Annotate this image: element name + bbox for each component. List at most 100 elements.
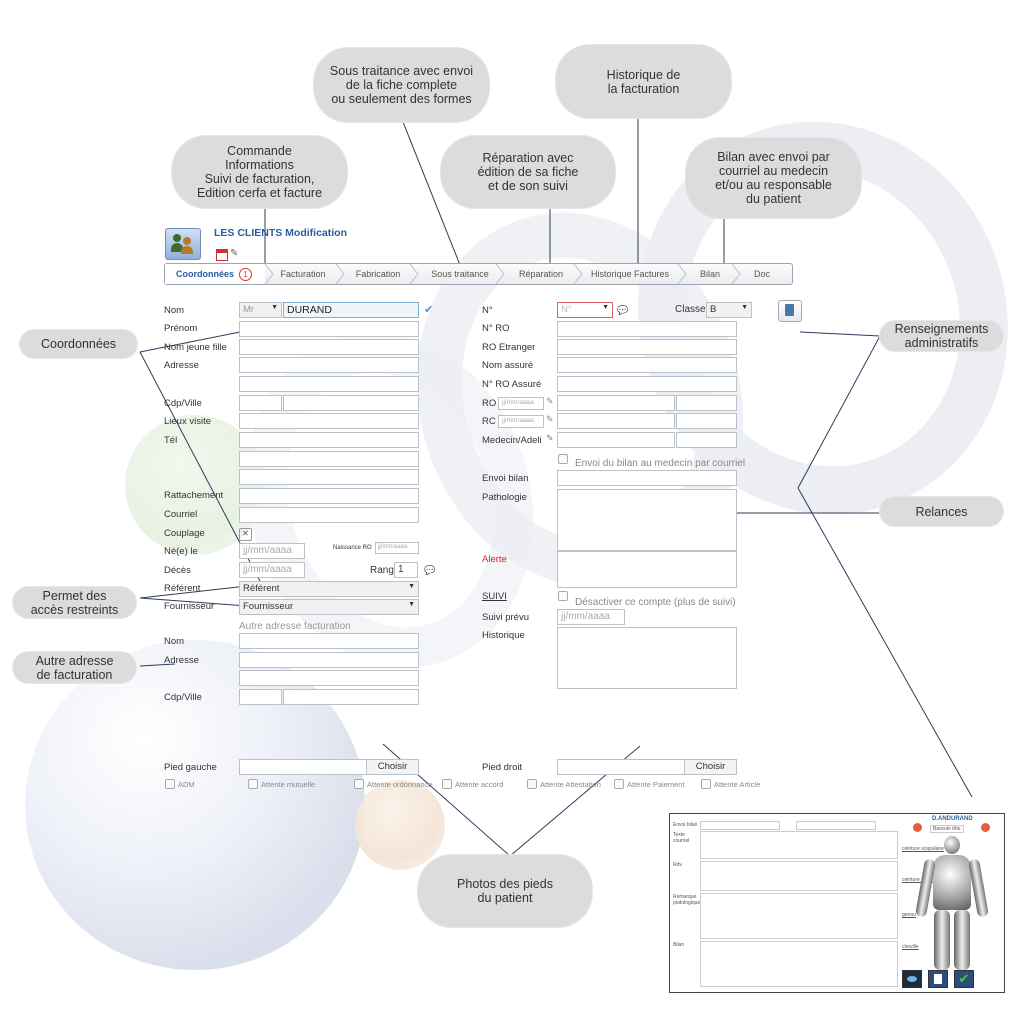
ro-input[interactable] bbox=[557, 395, 675, 411]
tab-sous-traitance[interactable]: Sous traitance bbox=[431, 269, 489, 279]
tab-facturation[interactable]: Facturation bbox=[280, 269, 326, 279]
callout-coordonnees: Coordonnées bbox=[20, 330, 137, 358]
tab-fabrication[interactable]: Fabrication bbox=[355, 269, 401, 279]
attente-attestation-checkbox[interactable] bbox=[527, 779, 537, 789]
tab-doc[interactable]: Doc bbox=[753, 269, 770, 279]
page-title: LES CLIENTS Modification bbox=[214, 227, 347, 239]
callout-bilan: Bilan avec envoi par courriel au medecin… bbox=[686, 138, 861, 218]
mini-group-4: cheville bbox=[902, 944, 919, 950]
envoi-bilan-input[interactable] bbox=[557, 470, 737, 486]
historique-label: Historique bbox=[482, 630, 525, 641]
clipboard-icon[interactable] bbox=[778, 300, 802, 322]
af-adresse-input-1[interactable] bbox=[239, 652, 419, 668]
callout-historique: Historique de la facturation bbox=[556, 45, 731, 118]
edit-icon[interactable]: ✎ bbox=[230, 248, 239, 259]
body-torso-shape bbox=[933, 855, 971, 910]
ro-etranger-input[interactable] bbox=[557, 339, 737, 355]
tel-input-3[interactable] bbox=[239, 469, 419, 485]
attente-ordonnance-checkbox[interactable] bbox=[354, 779, 364, 789]
tel-input-1[interactable] bbox=[239, 432, 419, 448]
nom-assure-label: Nom assuré bbox=[482, 360, 534, 371]
tel-label: Tél bbox=[164, 435, 178, 446]
body-head-shape bbox=[944, 836, 960, 854]
historique-textarea[interactable] bbox=[557, 627, 737, 689]
deces-input[interactable]: jj/mm/aaaa bbox=[239, 562, 305, 578]
couplage-clear-icon[interactable]: ✕ bbox=[239, 528, 252, 541]
adeli-input[interactable] bbox=[676, 432, 737, 448]
classe-select[interactable]: B▼ bbox=[706, 302, 752, 318]
tab-bar bbox=[164, 263, 793, 285]
desactiver-checkbox[interactable] bbox=[558, 591, 568, 601]
rc-date-input[interactable]: jj/mm/aaaa bbox=[498, 415, 544, 428]
af-ville-input[interactable] bbox=[283, 689, 419, 705]
attente-mutuelle-checkbox[interactable] bbox=[248, 779, 258, 789]
tab-coordonnees[interactable]: Coordonnées bbox=[175, 269, 234, 279]
rc-input-2[interactable] bbox=[676, 413, 737, 429]
attente-accord-checkbox[interactable] bbox=[442, 779, 452, 789]
ro-input-2[interactable] bbox=[676, 395, 737, 411]
ne-le-label: Né(e) le bbox=[164, 546, 198, 557]
alerte-textarea[interactable] bbox=[557, 551, 737, 588]
medecin-input[interactable] bbox=[557, 432, 675, 448]
prenom-input[interactable] bbox=[239, 321, 419, 337]
mini-rdv-label: Rdv bbox=[673, 862, 682, 868]
ro-label: RO bbox=[482, 398, 497, 409]
lieux-visite-input[interactable] bbox=[239, 413, 419, 429]
pied-gauche-choisir-button[interactable]: Choisir bbox=[366, 759, 419, 775]
rang-label: Rang bbox=[370, 565, 394, 576]
fournisseur-select[interactable]: Fournisseur▼ bbox=[239, 599, 419, 615]
callout-sous-traitance: Sous traitance avec envoi de la fiche co… bbox=[314, 48, 489, 122]
attente-article-checkbox[interactable] bbox=[701, 779, 711, 789]
ro-edit-icon[interactable]: ✎ bbox=[546, 396, 554, 406]
adm-checkbox[interactable] bbox=[165, 779, 175, 789]
pied-gauche-input[interactable] bbox=[239, 759, 367, 775]
af-nom-input[interactable] bbox=[239, 633, 419, 649]
rang-input[interactable]: 1 bbox=[394, 562, 418, 578]
pied-droit-choisir-button[interactable]: Choisir bbox=[684, 759, 737, 775]
courriel-input[interactable] bbox=[239, 507, 419, 523]
no-ro-input[interactable] bbox=[557, 321, 737, 337]
ro-date-input[interactable]: jj/mm/aaaa bbox=[498, 397, 544, 410]
adresse-input-1[interactable] bbox=[239, 357, 419, 373]
tab-bilan[interactable]: Bilan bbox=[699, 269, 720, 279]
pathologie-textarea[interactable] bbox=[557, 489, 737, 551]
adresse-input-2[interactable] bbox=[239, 376, 419, 392]
medecin-edit-icon[interactable]: ✎ bbox=[546, 433, 554, 443]
attente-mutuelle-label: Attente mutuelle bbox=[261, 780, 316, 789]
referent-select[interactable]: Référent▼ bbox=[239, 581, 419, 597]
civility-select[interactable]: Mr▼ bbox=[239, 302, 282, 318]
af-cdp-input[interactable] bbox=[239, 689, 282, 705]
ville-input[interactable] bbox=[283, 395, 419, 411]
adm-label: ADM bbox=[178, 780, 195, 789]
tab-reparation[interactable]: Réparation bbox=[518, 269, 564, 279]
attente-paiement-checkbox[interactable] bbox=[614, 779, 624, 789]
comment-icon[interactable]: 💬 bbox=[424, 565, 436, 575]
callout-photos: Photos des pieds du patient bbox=[418, 855, 592, 927]
af-adresse-input-2[interactable] bbox=[239, 670, 419, 686]
cdp-input[interactable] bbox=[239, 395, 282, 411]
no-label: N° bbox=[482, 305, 493, 316]
no-select[interactable]: N°▼ bbox=[557, 302, 613, 318]
no-comment-icon[interactable]: 💬 bbox=[617, 305, 629, 315]
couplage-label: Couplage bbox=[164, 528, 205, 539]
rc-edit-icon[interactable]: ✎ bbox=[546, 414, 554, 424]
nom-input[interactable]: DURAND bbox=[283, 302, 419, 318]
classe-label: Classe bbox=[675, 304, 706, 315]
ne-le-input[interactable]: jj/mm/aaaa bbox=[239, 543, 305, 559]
rattachement-input[interactable] bbox=[239, 488, 419, 504]
pied-droit-input[interactable] bbox=[557, 759, 685, 775]
naissance-ro-input[interactable]: jj/mm/aaaa bbox=[375, 542, 419, 554]
tab-historique-factures[interactable]: Historique Factures bbox=[590, 269, 670, 279]
nom-jeune-fille-input[interactable] bbox=[239, 339, 419, 355]
mini-texte-courriel-label: Texte courriel bbox=[673, 832, 690, 844]
rc-input[interactable] bbox=[557, 413, 675, 429]
calendar-icon[interactable] bbox=[216, 249, 228, 261]
tel-input-2[interactable] bbox=[239, 451, 419, 467]
no-ro-assure-input[interactable] bbox=[557, 376, 737, 392]
suivi-prevu-input[interactable]: jj/mm/aaaa bbox=[557, 609, 625, 625]
mini-title: D.ANDURAND bbox=[932, 816, 973, 822]
nom-assure-input[interactable] bbox=[557, 357, 737, 373]
watermark-orange-ball bbox=[355, 780, 445, 870]
envoi-checkbox[interactable] bbox=[558, 454, 568, 464]
callout-relances: Relances bbox=[880, 497, 1003, 526]
